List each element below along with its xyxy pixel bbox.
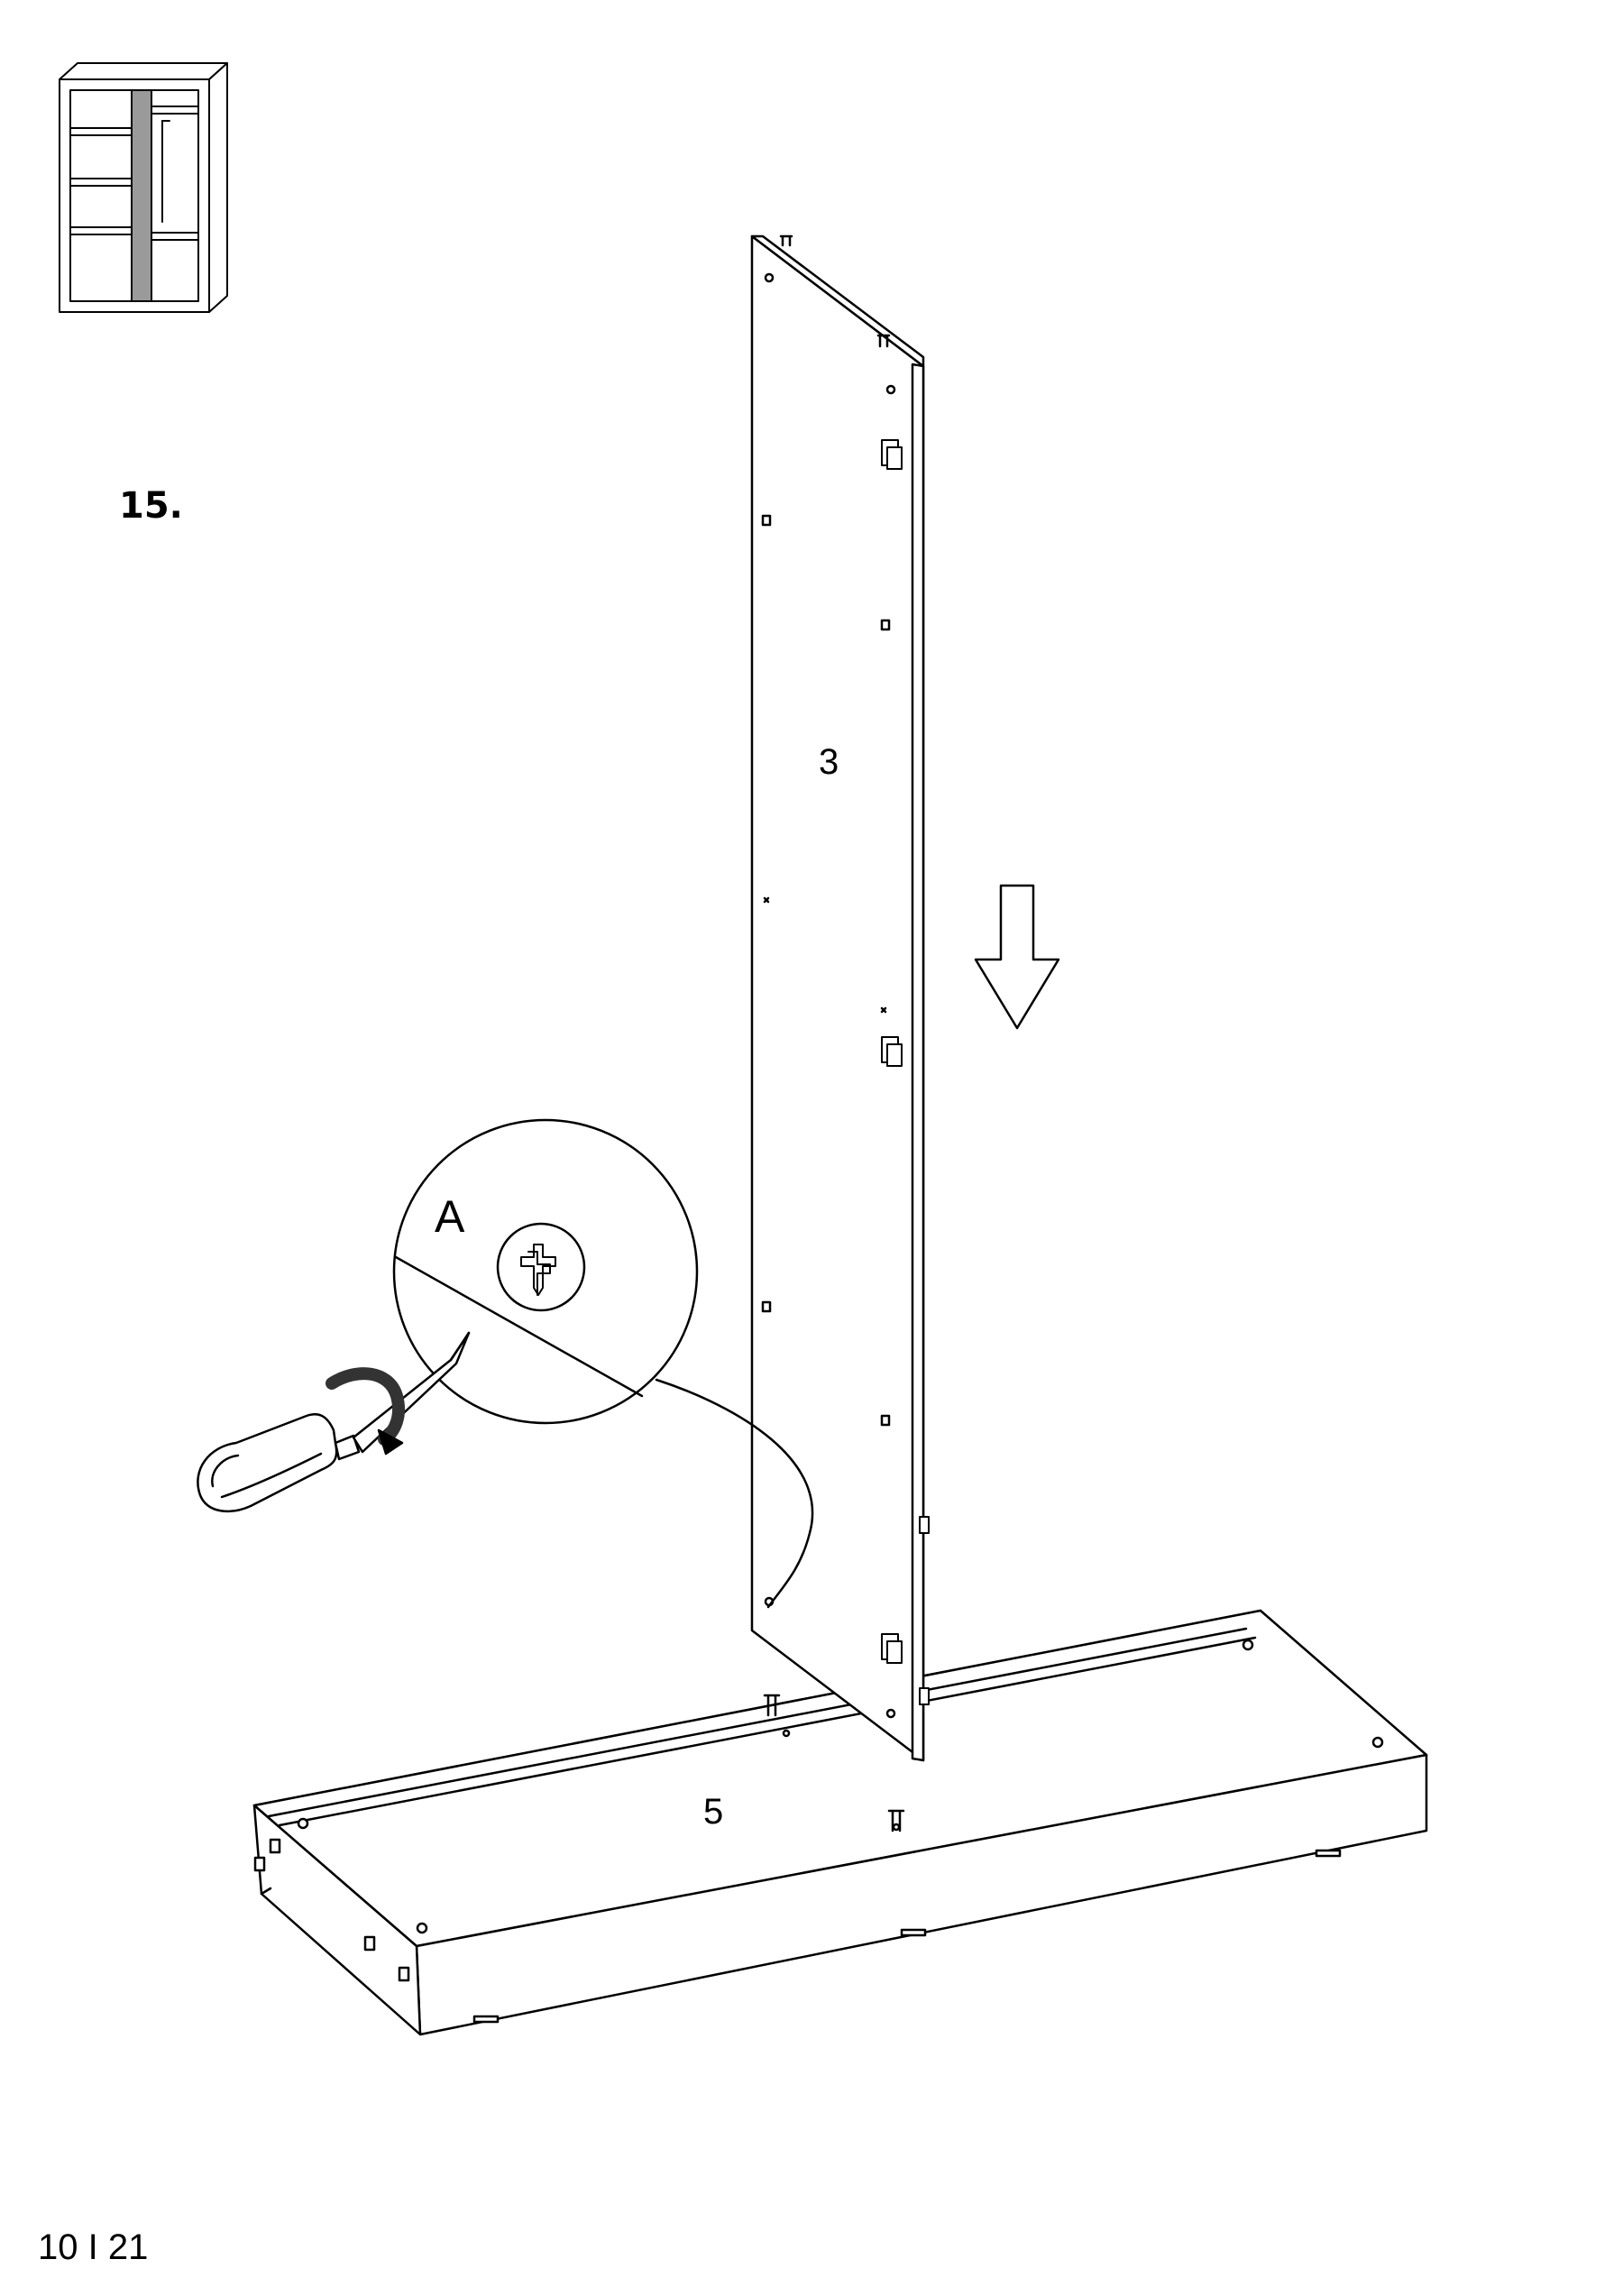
step-number: 15.	[119, 485, 183, 527]
base-panel-label: 5	[703, 1792, 723, 1832]
detail-label: A	[435, 1191, 465, 1242]
phillips-screw-icon	[520, 1244, 556, 1296]
page-number: 10 I 21	[38, 2227, 149, 2267]
base-panel-5	[252, 1609, 1428, 2036]
side-panel-label: 3	[819, 742, 839, 782]
screwdriver-icon	[197, 1331, 471, 1513]
cabinet-thumbnail-icon	[59, 62, 228, 313]
down-arrow-icon	[974, 884, 1060, 1030]
detail-view-a	[392, 1118, 814, 1609]
side-panel-3	[750, 234, 930, 1762]
